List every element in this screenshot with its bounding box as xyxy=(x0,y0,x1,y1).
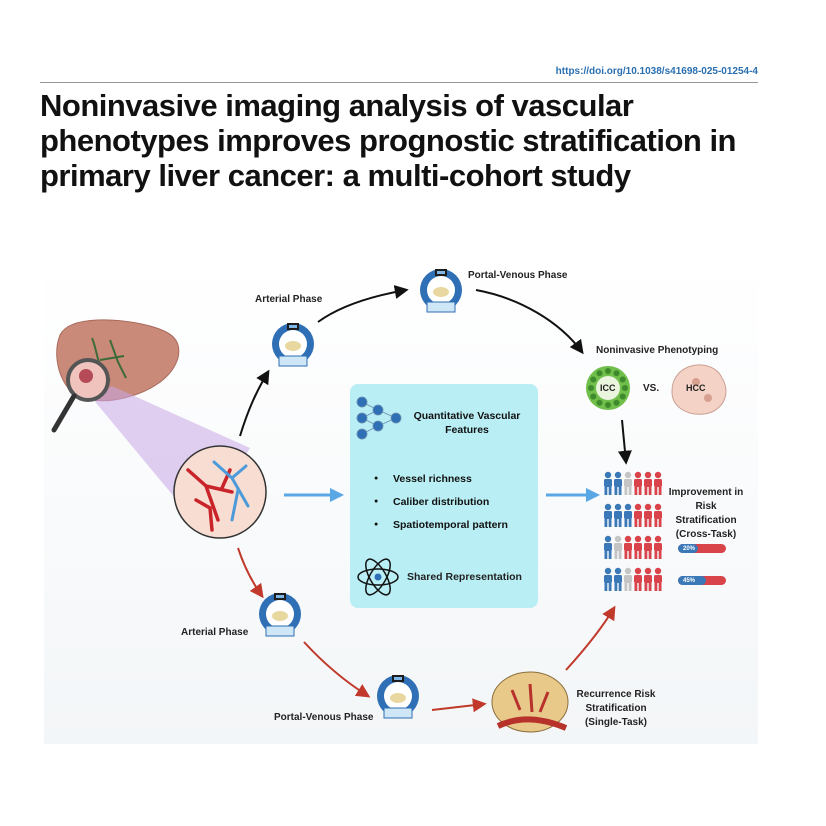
arrow-to-phenotyping xyxy=(475,289,584,355)
phenotyping-label: Noninvasive Phenotyping xyxy=(596,345,719,356)
arrow-to-stratification xyxy=(617,419,632,465)
vessel-illustration xyxy=(173,445,267,539)
arrow-to-recurrence xyxy=(431,698,487,713)
vs-label: VS. xyxy=(643,383,660,394)
arrow-to-arterial-upper xyxy=(239,369,270,437)
icc-cell-dot xyxy=(613,370,620,377)
portal-phase-lower-label: Portal-Venous Phase xyxy=(274,712,374,723)
icc-label: ICC xyxy=(600,383,616,393)
icc-cell-dot xyxy=(605,368,611,374)
pct-45-label: 45% xyxy=(683,578,696,584)
quantitative-features-title: Quantitative Vascular Features xyxy=(413,410,521,436)
pct-20-label: 20% xyxy=(683,546,696,552)
portal-phase-upper-label: Portal-Venous Phase xyxy=(468,270,568,281)
icc-cell-dot xyxy=(590,376,597,383)
doi-link[interactable]: https://doi.org/10.1038/s41698-025-01254… xyxy=(555,66,758,77)
magnifier-icon xyxy=(51,358,110,433)
bullet-item: Spatiotemporal pattern xyxy=(374,519,508,531)
icc-cell-dot xyxy=(605,402,611,408)
arterial-phase-upper-label: Arterial Phase xyxy=(255,294,323,305)
progress-bar-45 xyxy=(678,576,726,585)
improvement-label: Improvement in Risk Stratification (Cros… xyxy=(668,487,744,540)
hcc-label: HCC xyxy=(686,383,706,393)
icc-cell-dot xyxy=(613,399,620,406)
recurrence-label: Recurrence Risk Stratification (Single-T… xyxy=(576,689,656,728)
arrow-to-portal-upper xyxy=(317,285,409,323)
icc-cell-dot xyxy=(619,393,626,400)
arrow-to-portal-lower xyxy=(303,641,371,698)
bullet-item: Vessel richness xyxy=(374,473,472,485)
bullet-item: Caliber distribution xyxy=(374,496,489,508)
tumor-vasculature-icon xyxy=(491,671,569,733)
header-rule xyxy=(40,82,758,83)
page-title: Noninvasive imaging analysis of vascular… xyxy=(40,88,737,193)
icc-cell-dot xyxy=(622,385,628,391)
hcc-cell-icon xyxy=(671,364,727,415)
arrow-to-arterial-lower xyxy=(237,547,264,599)
icc-cell-dot xyxy=(588,385,594,391)
icc-cell-dot xyxy=(596,370,603,377)
blue-arrow-out-head xyxy=(586,488,600,502)
blue-arrow-in-head xyxy=(330,488,344,502)
icc-cell-dot xyxy=(619,376,626,383)
icc-cell-dot xyxy=(596,399,603,406)
arterial-phase-lower-label: Arterial Phase xyxy=(181,627,249,638)
arrow-to-improvement xyxy=(565,605,616,671)
progress-bar-20 xyxy=(678,544,726,553)
icc-cell-dot xyxy=(590,393,597,400)
icc-cell-icon xyxy=(586,366,630,410)
shared-representation-label: Shared Representation xyxy=(407,571,522,583)
